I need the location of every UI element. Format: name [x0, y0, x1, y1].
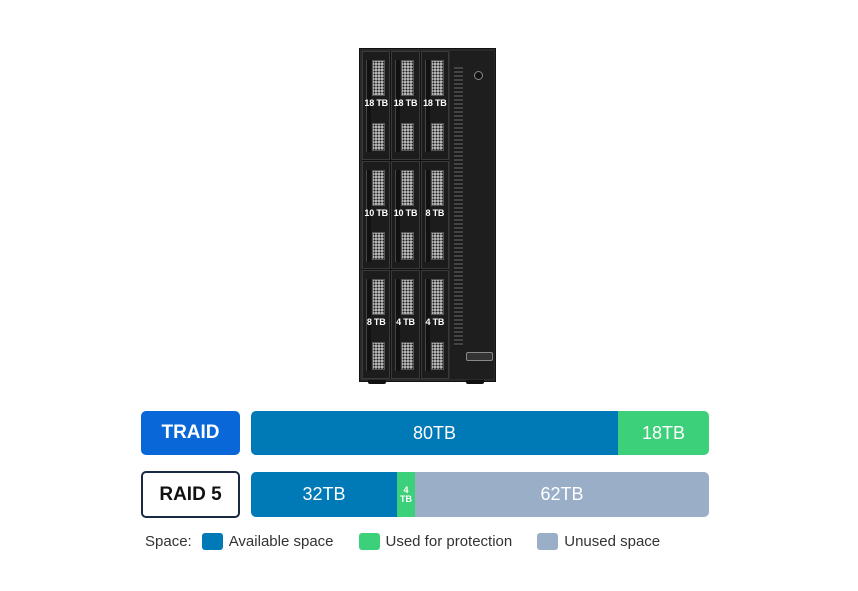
available-space-segment: 32TB — [251, 472, 397, 517]
drive-bay: 8 TB — [420, 160, 449, 270]
legend-title: Space: — [145, 532, 192, 550]
protection-space-segment: 18TB — [618, 411, 709, 455]
nas-side-panel — [450, 51, 494, 379]
raid5-capacity-bar: 32TB 4 TB 62TB — [251, 472, 709, 517]
drive-capacity: 18 TB — [423, 98, 447, 108]
drive-bay: 18 TB — [391, 51, 420, 160]
available-space-segment: 80TB — [251, 411, 618, 455]
raid5-label: RAID 5 — [141, 471, 240, 518]
nas-device-image: 18 TB 18 TB 18 TB 10 TB 10 TB 8 TB 8 TB … — [359, 48, 496, 382]
legend-swatch-available — [201, 532, 223, 550]
unused-space-segment: 62TB — [415, 472, 709, 517]
drive-capacity: 18 TB — [364, 98, 388, 108]
legend-label-available: Available space — [228, 532, 334, 550]
drive-bays: 18 TB 18 TB 18 TB 10 TB 10 TB 8 TB 8 TB … — [362, 51, 449, 379]
drive-bay: 18 TB — [420, 51, 449, 160]
legend-swatch-unused — [537, 532, 559, 550]
legend-label-unused: Unused space — [564, 532, 661, 550]
legend: Space: Available space Used for protecti… — [145, 531, 660, 551]
device-foot — [466, 380, 484, 384]
drive-bay: 18 TB — [362, 51, 391, 160]
traid-capacity-bar: 80TB 18TB — [251, 411, 709, 455]
drive-capacity: 8 TB — [366, 317, 386, 328]
drive-bay: 4 TB — [391, 270, 420, 379]
legend-item-protection: Used for protection — [358, 532, 513, 550]
drive-capacity: 18 TB — [393, 98, 418, 108]
device-foot — [368, 380, 386, 384]
drive-capacity: 10 TB — [393, 207, 418, 218]
drive-capacity: 8 TB — [425, 207, 445, 218]
drive-bay: 8 TB — [362, 270, 391, 379]
drive-capacity: 10 TB — [364, 207, 388, 218]
protection-space-segment: 4 TB — [397, 472, 415, 517]
traid-label: TRAID — [141, 411, 240, 455]
brand-logo-icon — [466, 352, 493, 361]
protection-value: 4 — [403, 484, 409, 495]
drive-bay: 10 TB — [391, 160, 420, 270]
legend-label-protection: Used for protection — [385, 532, 513, 550]
drive-bay: 10 TB — [362, 160, 391, 270]
vent-grill — [454, 67, 463, 347]
legend-item-available: Available space — [201, 532, 334, 550]
legend-item-unused: Unused space — [537, 532, 661, 550]
drive-capacity: 4 TB — [396, 317, 415, 328]
power-button-icon — [474, 71, 483, 80]
protection-unit: TB — [400, 493, 412, 504]
legend-swatch-protection — [358, 532, 380, 550]
drive-capacity: 4 TB — [425, 317, 445, 328]
drive-bay: 4 TB — [420, 270, 449, 379]
